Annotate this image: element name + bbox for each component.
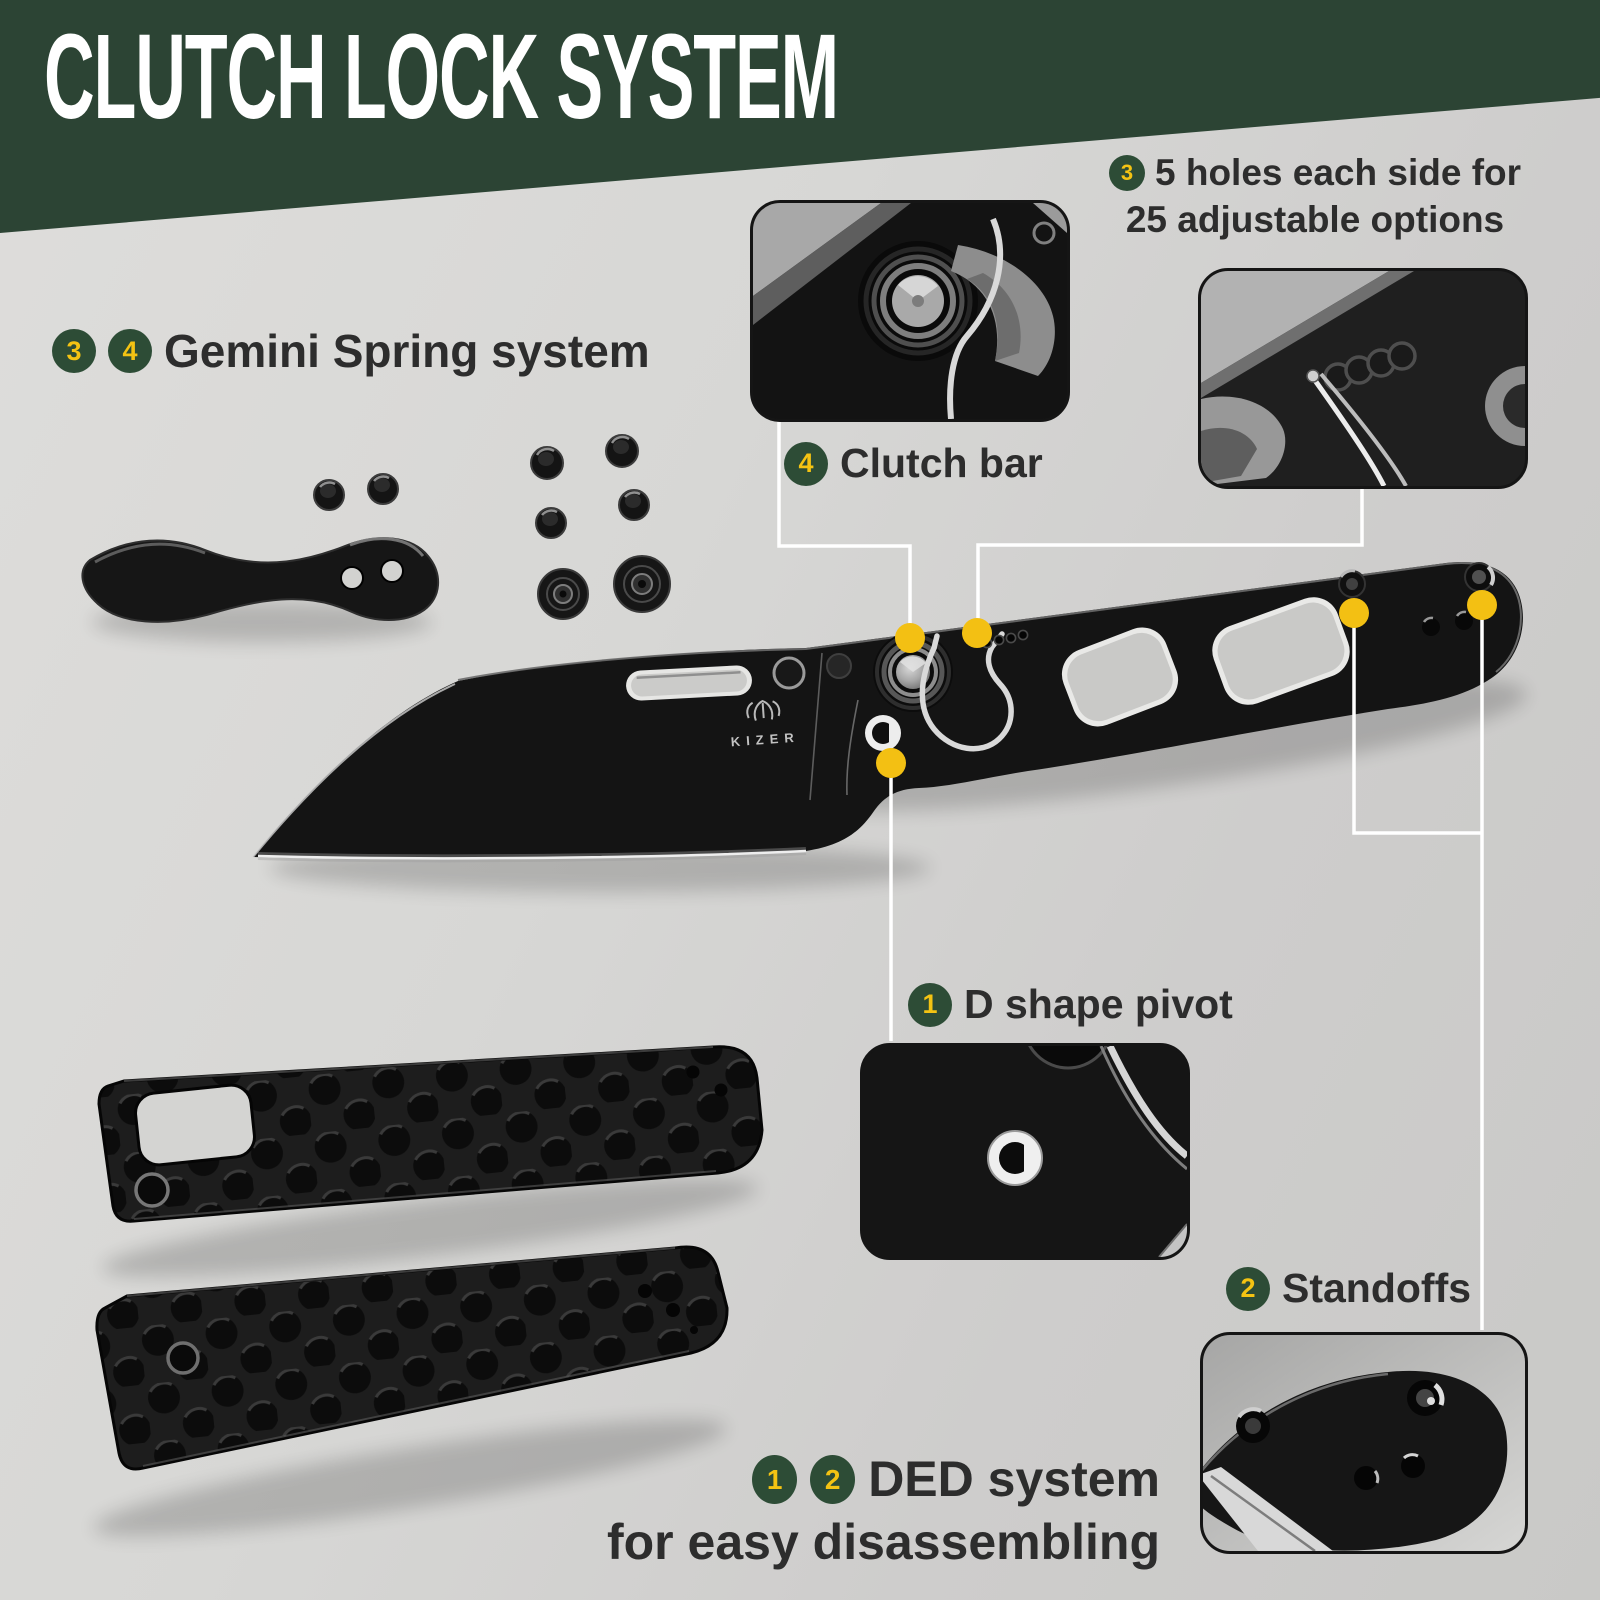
inset-standoffs-photo — [1200, 1332, 1528, 1554]
inset-d-pivot-photo — [860, 1043, 1190, 1260]
label-text: Clutch bar — [840, 440, 1043, 486]
label-text-line2: 25 adjustable options — [1125, 199, 1505, 240]
inset-clutch-bar-photo — [750, 200, 1070, 422]
number-badge-4: 4 — [784, 441, 828, 486]
label-clutch-bar: 4 Clutch bar — [784, 440, 1043, 487]
label-five-holes: 3 5 holes each side for 25 adjustable op… — [1085, 149, 1545, 243]
pivot-washer — [537, 568, 589, 620]
number-badge-2: 2 — [810, 1455, 856, 1504]
inset-five-holes-photo — [1198, 268, 1528, 489]
pocket-clip — [81, 537, 440, 623]
kizer-logo: KIZER — [730, 699, 800, 750]
label-text-line1: 5 holes each side for — [1154, 152, 1522, 193]
number-badge-1: 1 — [908, 982, 952, 1027]
label-ded-system: 1 2 DED system for easy disassembling — [450, 1448, 1160, 1574]
page-title: CLUTCH LOCK SYSTEM — [44, 8, 839, 144]
label-text: Gemini Spring system — [164, 325, 650, 377]
pivot-washer — [613, 555, 671, 613]
label-standoffs: 2 Standoffs — [1226, 1265, 1471, 1312]
clutch-button — [873, 632, 953, 712]
number-badge-3: 3 — [1108, 154, 1145, 191]
knife-frame-photo: KIZER — [252, 562, 1523, 863]
number-badge-1: 1 — [752, 1455, 798, 1504]
number-badge-4: 4 — [108, 329, 152, 373]
number-badge-3: 3 — [52, 329, 96, 373]
label-text-line2: for easy disassembling — [606, 1514, 1160, 1570]
label-d-shape-pivot: 1 D shape pivot — [908, 981, 1233, 1028]
spring-wire — [919, 631, 1014, 752]
handle-scale-upper — [97, 1045, 764, 1223]
label-gemini-spring: 3 4 Gemini Spring system — [52, 324, 650, 378]
screws — [313, 434, 671, 620]
number-badge-2: 2 — [1226, 1266, 1270, 1311]
label-text: D shape pivot — [964, 981, 1233, 1027]
label-text: Standoffs — [1282, 1265, 1472, 1311]
label-text-line1: DED system — [868, 1451, 1160, 1507]
svg-text:KIZER: KIZER — [730, 730, 800, 750]
handle-scale-lower — [95, 1245, 729, 1471]
d-shape-pivot-hole — [865, 715, 901, 751]
